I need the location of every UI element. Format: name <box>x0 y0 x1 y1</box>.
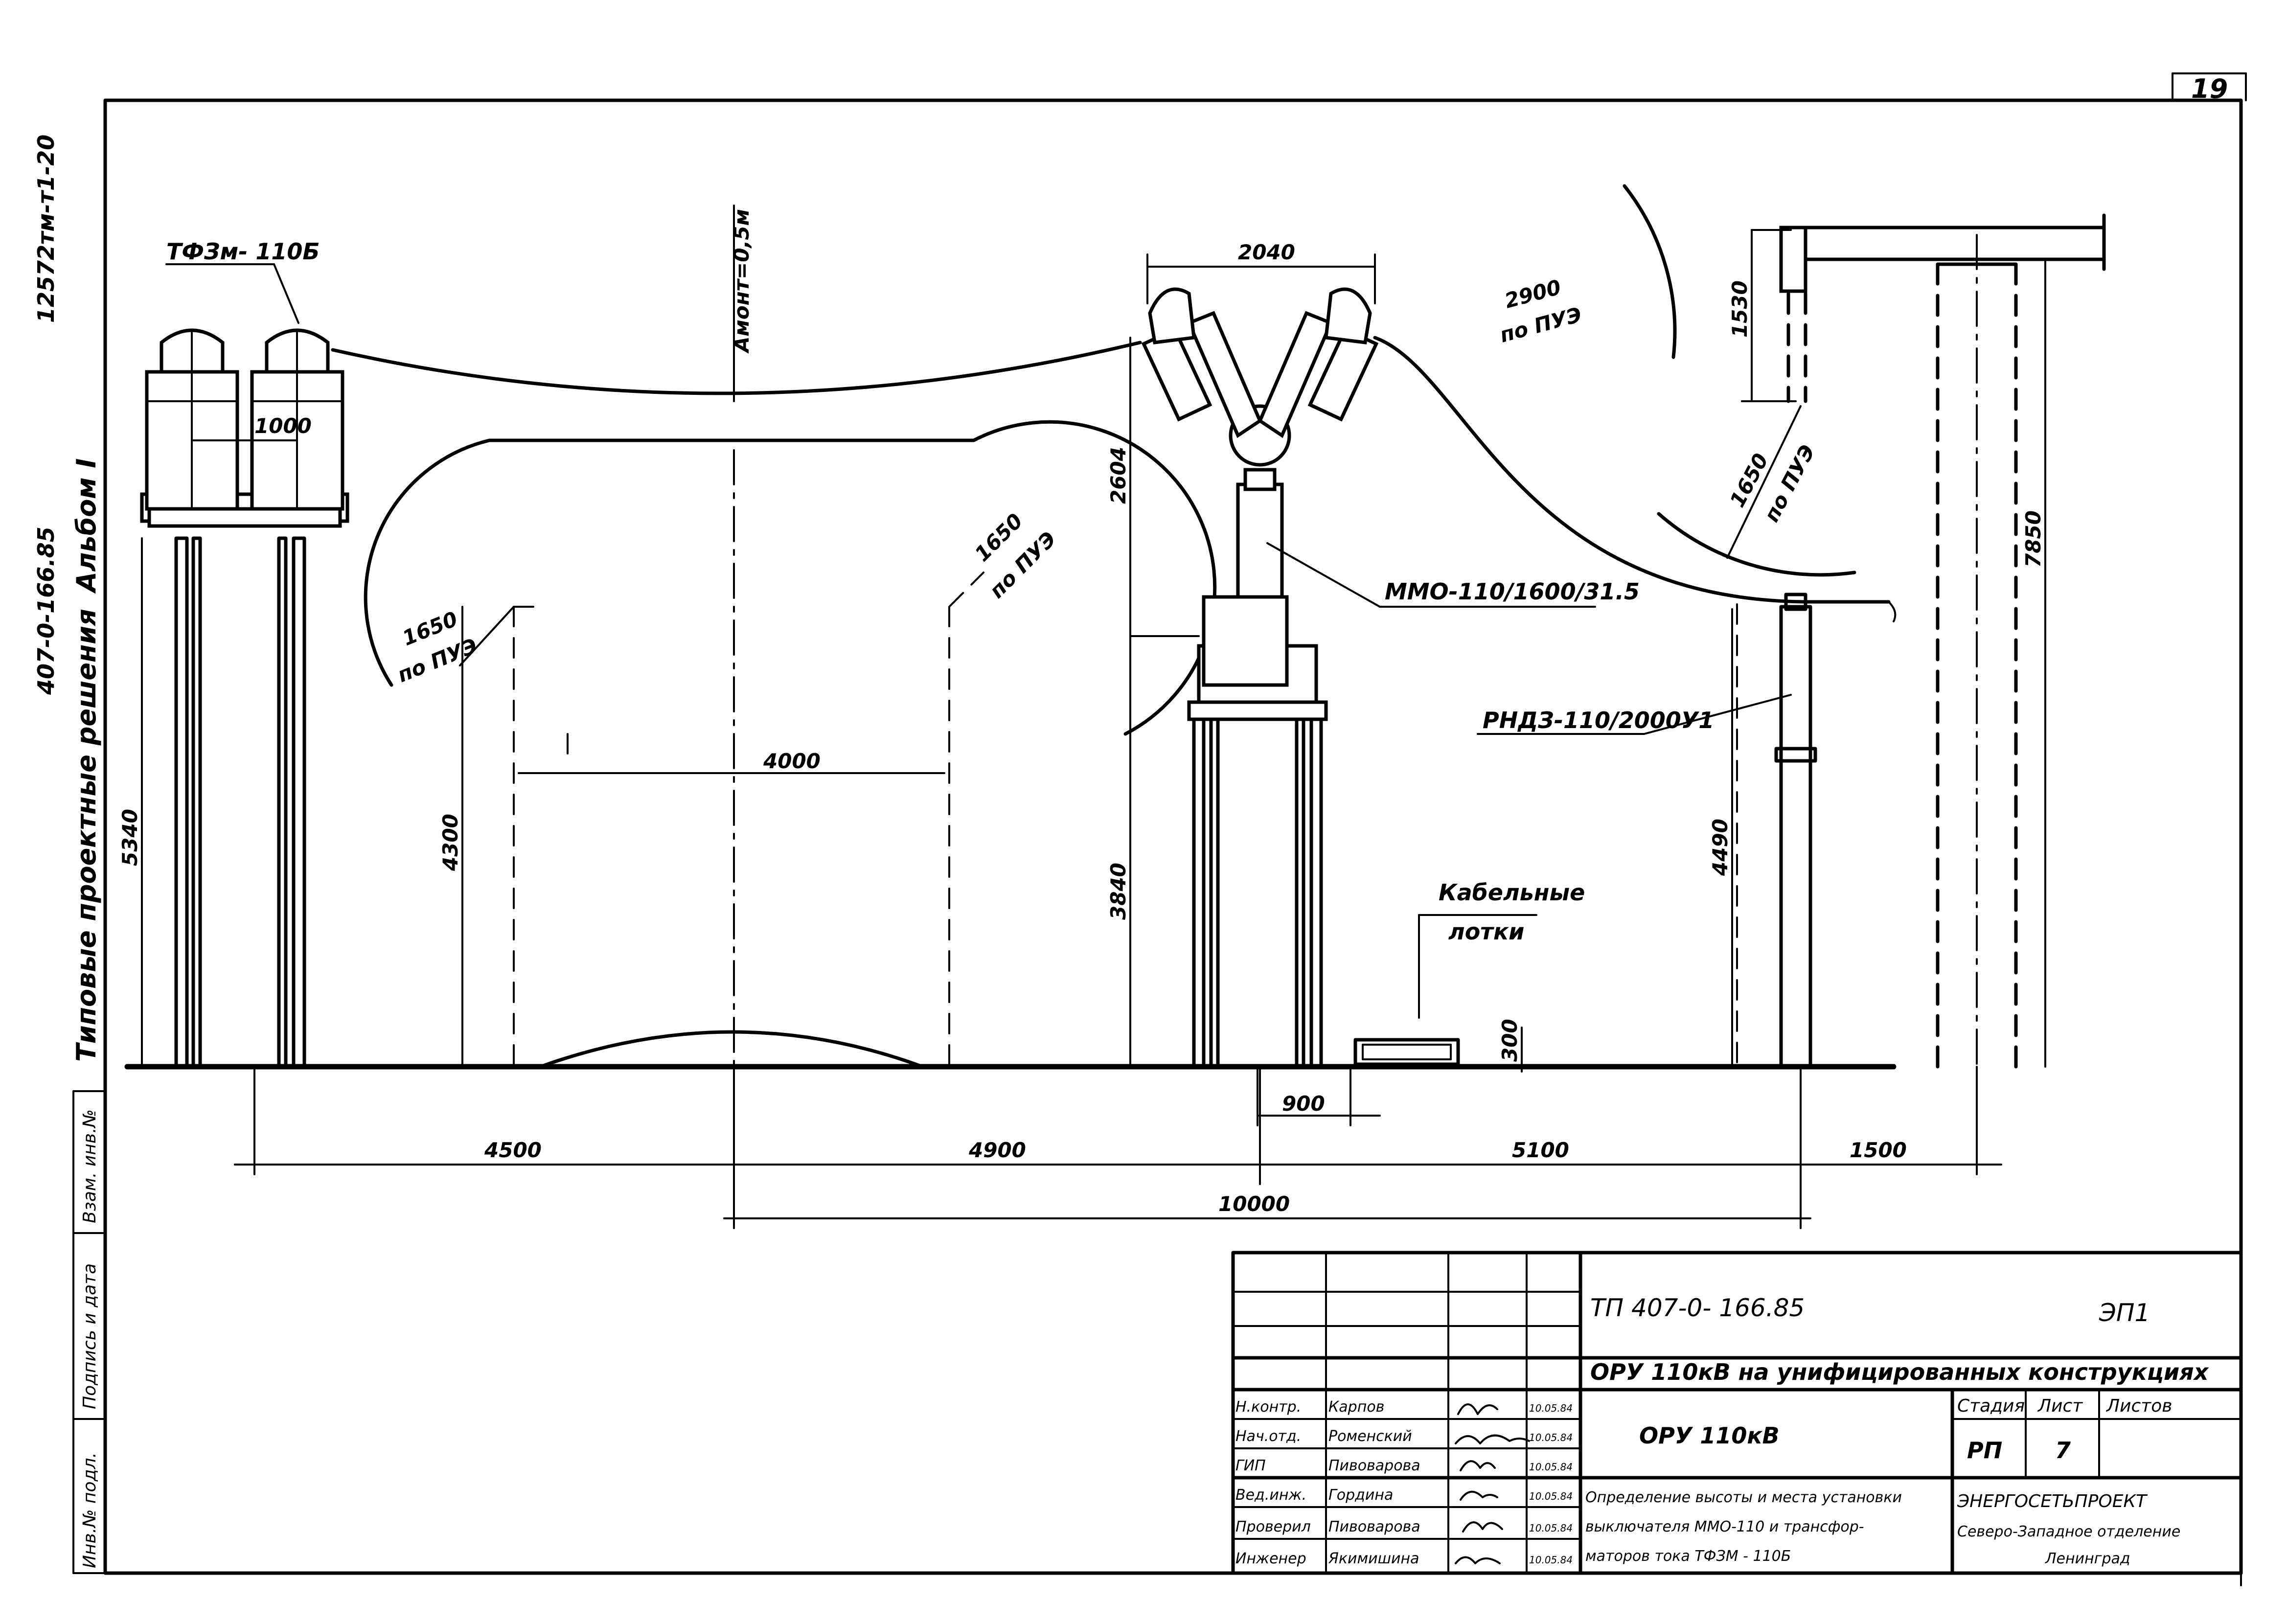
circuit-breaker <box>1141 287 1379 1069</box>
dim-1530: 1530 <box>1728 280 1752 338</box>
tb-sheet-code: ЭП1 <box>2099 1299 2150 1327</box>
dim-2040: 2040 <box>1238 240 1295 264</box>
conductor-span-1 <box>331 341 1142 395</box>
title-block <box>1231 1251 2243 1575</box>
tb-name: Карпов <box>1328 1398 1384 1416</box>
tb-org-2: Северо-Западное отделение <box>1957 1523 2180 1540</box>
tb-sheet-header: Лист <box>2037 1396 2083 1416</box>
disconnector <box>1736 213 2106 1069</box>
tb-date: 10.05.84 <box>1529 1554 1573 1566</box>
cable-tray <box>1353 1038 1460 1066</box>
tb-doc-code: ТП 407-0- 166.85 <box>1590 1294 1805 1322</box>
tb-desc-1: Определение высоты и места установки <box>1585 1489 1902 1506</box>
side-series: 407-0-166.85 <box>33 526 59 695</box>
clearance-arc-1650 <box>1657 512 1856 577</box>
side-stamp-sign: Подпись и дата <box>80 1263 100 1409</box>
tb-role: Нач.отд. <box>1235 1428 1301 1445</box>
clearance-envelope <box>364 420 1217 736</box>
tb-role: Н.контр. <box>1235 1398 1301 1416</box>
ground-mound <box>541 1030 922 1068</box>
tb-name: Пивоварова <box>1328 1518 1420 1535</box>
side-code: 12572тм-т1-20 <box>33 135 59 323</box>
dim-4000: 4000 <box>763 749 821 773</box>
tb-desc-2: выключателя ММО-110 и трансфор- <box>1585 1518 1864 1535</box>
dim-4300: 4300 <box>438 814 462 871</box>
dim-5340: 5340 <box>118 809 142 866</box>
dim-1000: 1000 <box>254 414 312 438</box>
tb-role: Проверил <box>1235 1518 1311 1535</box>
tb-name: Роменский <box>1328 1428 1412 1445</box>
tb-object: ОРУ 110кВ <box>1639 1422 1780 1449</box>
tb-desc-3: маторов тока ТФЗМ - 110Б <box>1585 1548 1791 1565</box>
tb-date: 10.05.84 <box>1529 1522 1573 1534</box>
dim-3840: 3840 <box>1106 863 1130 920</box>
ct-label: ТФЗм- 110Б <box>166 238 320 265</box>
tb-org-3: Ленинград <box>2045 1550 2130 1567</box>
tb-role: Вед.инж. <box>1235 1487 1306 1504</box>
sag-label: Амонт=0,5м <box>730 209 754 354</box>
dim-1500: 1500 <box>1850 1138 1907 1162</box>
conductor-span-2 <box>1373 336 1812 604</box>
tb-org-1: ЭНЕРГОСЕТЬПРОЕКТ <box>1957 1491 2148 1511</box>
tb-date: 10.05.84 <box>1529 1490 1573 1502</box>
side-stamp <box>72 1090 106 1574</box>
dim-4900: 4900 <box>968 1138 1026 1162</box>
dim-10000: 10000 <box>1218 1192 1290 1216</box>
side-album: Альбом I <box>71 458 102 594</box>
cable-trays-label-1: Кабельные <box>1439 879 1585 906</box>
tb-name: Якимишина <box>1328 1550 1419 1567</box>
breaker-label: ММО-110/1600/31.5 <box>1385 578 1640 605</box>
dim-2900: 2900 <box>1502 275 1564 313</box>
side-stamp-inv: Инв.№ подл. <box>80 1452 100 1568</box>
cable-trays-label-2: лотки <box>1448 918 1524 945</box>
pue-d: по ПУЭ <box>1760 441 1820 526</box>
tb-role: ГИП <box>1235 1457 1266 1474</box>
tb-name: Пивоварова <box>1328 1457 1420 1474</box>
clearance-arc-2900 <box>1623 184 1677 359</box>
side-title: Типовые проектные решения <box>71 609 102 1062</box>
portal-structure <box>1936 234 2018 1069</box>
page-number: 19 <box>2191 73 2228 104</box>
tb-date: 10.05.84 <box>1529 1461 1573 1473</box>
signatures <box>1455 1403 1530 1564</box>
tb-date: 10.05.84 <box>1529 1402 1573 1414</box>
dim-900: 900 <box>1282 1092 1325 1116</box>
dim-7850: 7850 <box>2021 510 2045 568</box>
tb-project-title: ОРУ 110кВ на унифицированных конструкция… <box>1590 1359 2209 1385</box>
dim-300: 300 <box>1498 1019 1522 1062</box>
dim-5100: 5100 <box>1512 1138 1569 1162</box>
tb-stage: РП <box>1967 1437 2002 1464</box>
tb-stage-header: Стадия <box>1957 1396 2025 1416</box>
disconnector-label: РНДЗ-110/2000У1 <box>1483 707 1714 733</box>
tb-name: Гордина <box>1328 1487 1393 1504</box>
side-stamp-replace: Взам. инв.№ <box>80 1109 100 1223</box>
dim-4490: 4490 <box>1708 819 1732 876</box>
dim-4500: 4500 <box>484 1138 542 1162</box>
tb-role: Инженер <box>1235 1550 1306 1567</box>
tb-sheet-no: 7 <box>2055 1437 2071 1464</box>
dim-2604: 2604 <box>1106 447 1130 504</box>
tb-sheets-header: Листов <box>2105 1396 2172 1416</box>
current-transformers <box>140 328 349 1069</box>
tb-date: 10.05.84 <box>1529 1432 1573 1443</box>
